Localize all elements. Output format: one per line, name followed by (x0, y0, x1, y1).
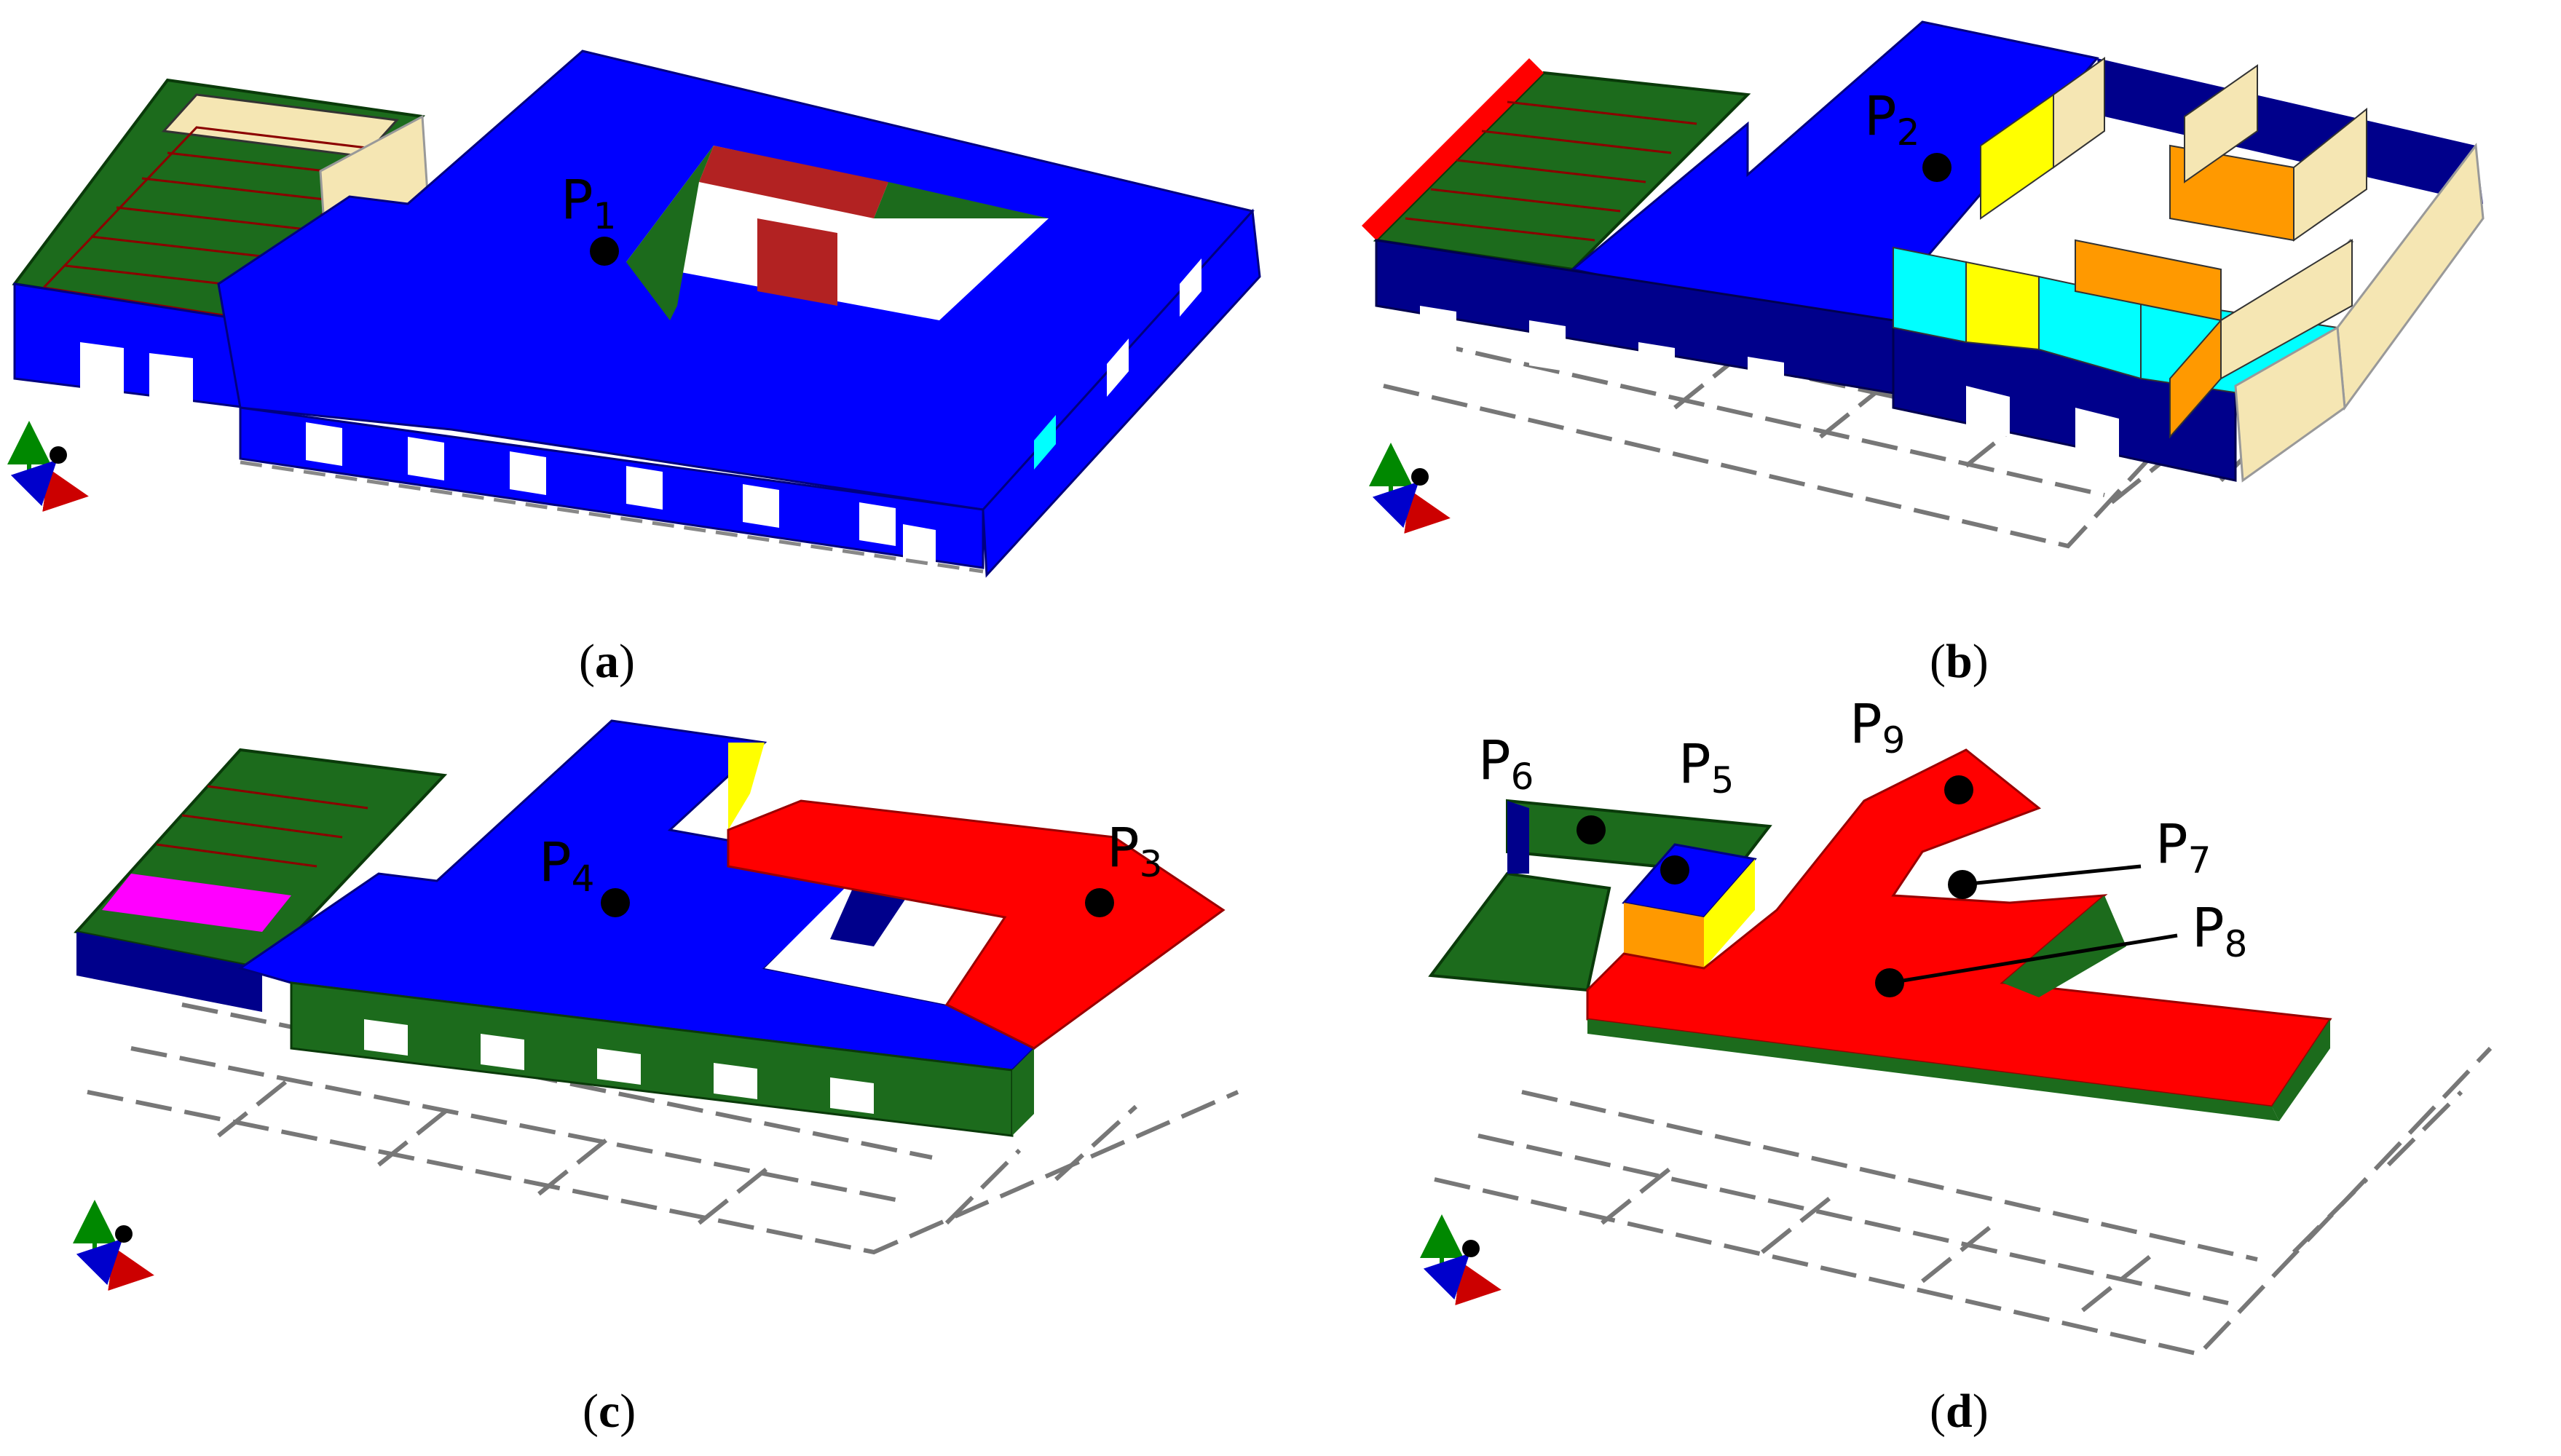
panel-d: P6 P5 P9 P7 P8 (d) (1420, 693, 2493, 1438)
leader-line-p7 (1962, 864, 2142, 887)
panel-c: P4 P3 (c) (73, 719, 1239, 1438)
marker-label-p4: P4 (539, 831, 594, 900)
caption-b: (b) (1930, 635, 1989, 688)
marker-label-p3: P3 (1107, 817, 1162, 885)
caption-c: (c) (583, 1385, 636, 1438)
front-walls (239, 208, 1261, 578)
caption-a: (a) (579, 635, 635, 688)
marker-label-p6: P6 (1478, 729, 1534, 798)
marker-dot-p5 (1660, 855, 1689, 885)
caption-d: (d) (1930, 1385, 1989, 1438)
marker-dot-p9 (1944, 775, 1973, 804)
marker-label-p9: P9 (1850, 693, 1905, 761)
marker-label-p1: P1 (561, 169, 616, 237)
xyz-axis-icon (7, 421, 89, 512)
xyz-axis-icon (1369, 443, 1451, 534)
marker-label-p2: P2 (1864, 85, 1919, 154)
marker-dot-p6 (1577, 815, 1606, 844)
xyz-axis-icon (1420, 1214, 1502, 1305)
marker-label-p5: P5 (1678, 733, 1734, 802)
marker-label-p8: P8 (2192, 897, 2247, 965)
panel-b: P2 (b) (1362, 20, 2485, 688)
marker-dot-p3 (1085, 888, 1114, 917)
marker-label-p7: P7 (2155, 813, 2211, 882)
marker-dot-p2 (1922, 153, 1952, 182)
marker-dot-p4 (601, 888, 630, 917)
marker-dot-p1 (590, 237, 619, 266)
leader-line-p8 (1889, 933, 2178, 985)
xyz-axis-icon (73, 1200, 154, 1291)
ground-plan-lines (1434, 1046, 2493, 1357)
panel-a: P1 (a) (7, 50, 1261, 688)
